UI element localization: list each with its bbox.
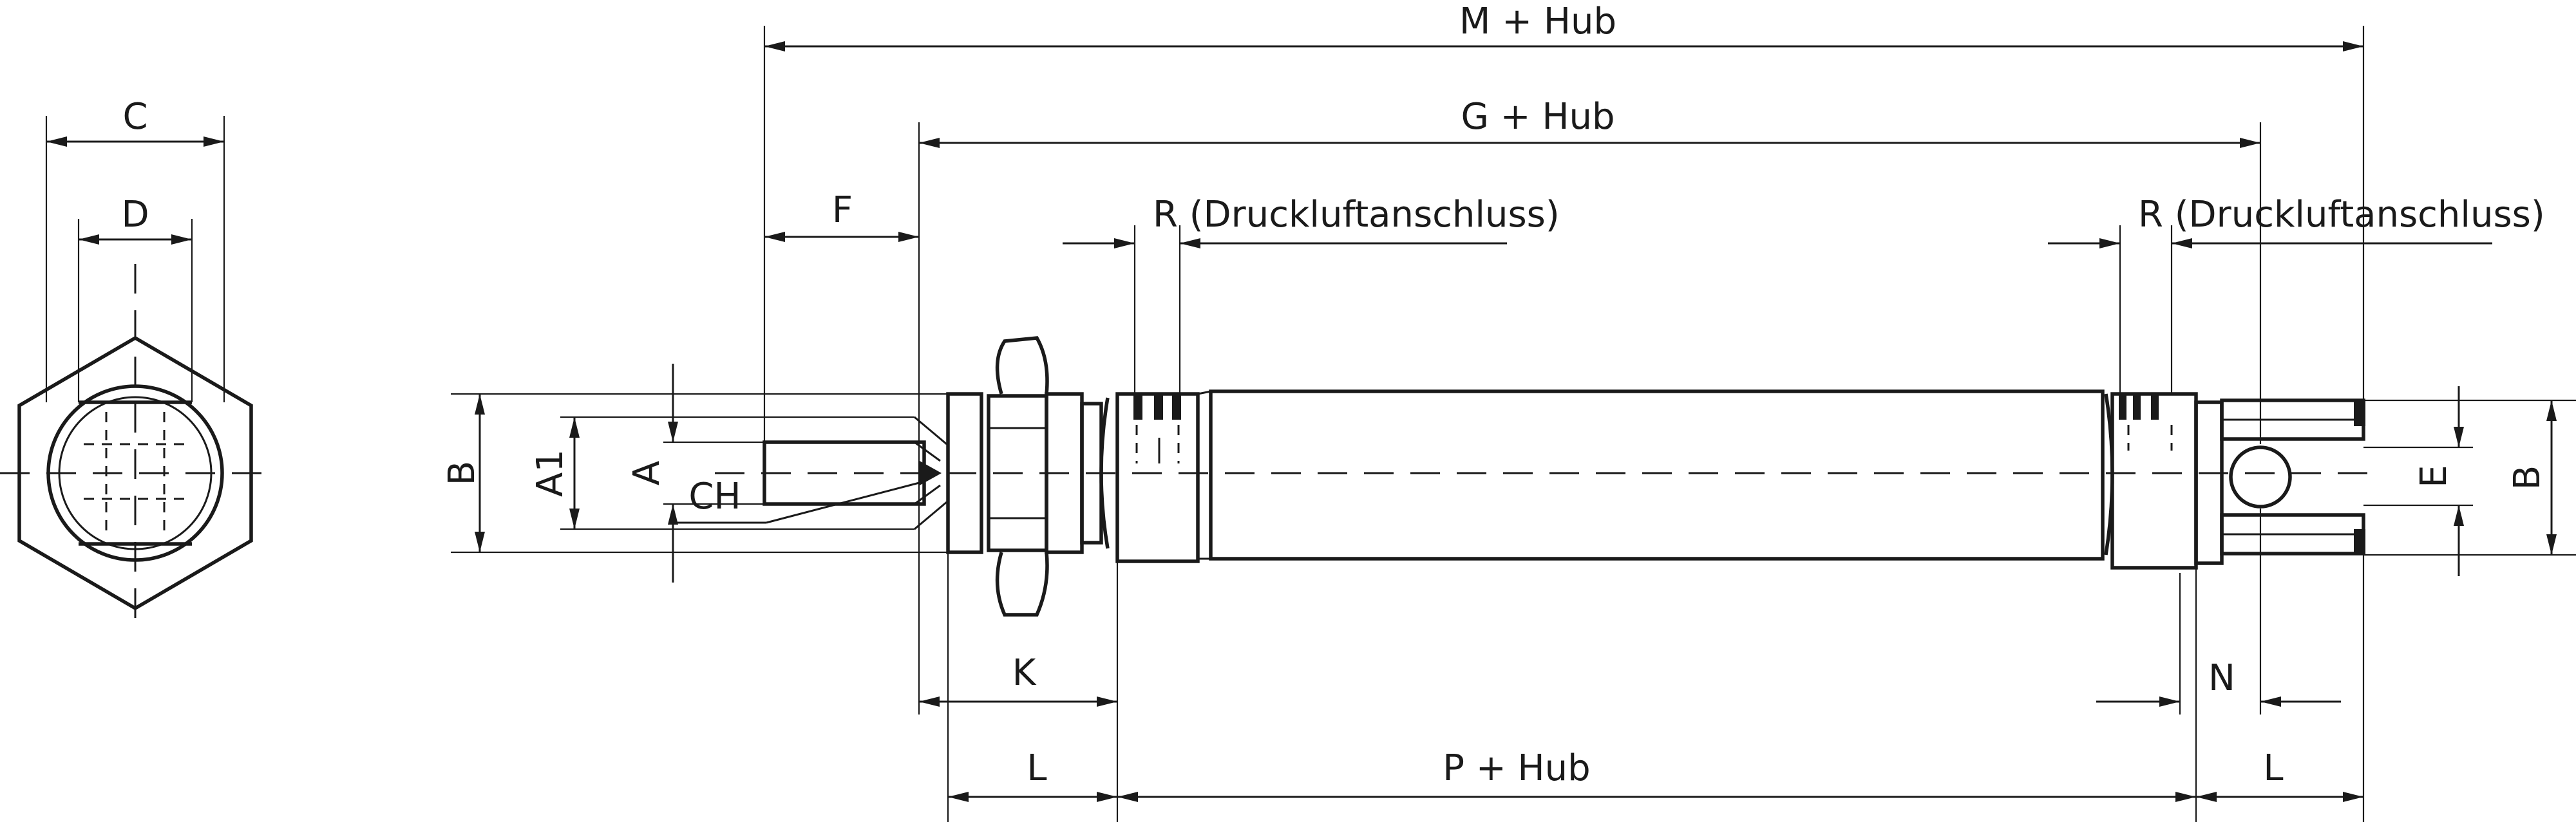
mounting-eye: [2229, 445, 2292, 509]
rear-end-cap: [2110, 392, 2198, 570]
label-f: F: [832, 189, 853, 231]
label-g-hub: G + Hub: [1461, 96, 1615, 138]
label-b-right: B: [2506, 465, 2548, 490]
label-a1: A1: [529, 449, 571, 497]
label-k: K: [1012, 652, 1037, 694]
end-view: C D: [0, 96, 270, 634]
cylinder-barrel: [1209, 389, 2105, 561]
cylinder-side-view: [715, 336, 2383, 617]
label-b-left: B: [441, 461, 483, 485]
label-d: D: [121, 194, 149, 236]
label-ch: CH: [688, 476, 741, 518]
rod-tip: [920, 461, 942, 485]
label-p-hub: P + Hub: [1443, 747, 1590, 789]
label-r-right: R (Druckluftanschluss): [2138, 194, 2545, 236]
neck-thread: [946, 392, 983, 554]
label-m-hub: M + Hub: [1459, 1, 1616, 42]
label-l-left: L: [1027, 747, 1046, 789]
label-l-right: L: [2263, 747, 2283, 789]
label-n: N: [2208, 657, 2235, 699]
label-e: E: [2413, 465, 2455, 487]
dimensions: M + Hub G + Hub F R (Druckluftanschluss)…: [441, 1, 2576, 822]
label-r-left: R (Druckluftanschluss): [1153, 194, 1560, 236]
label-a: A: [626, 461, 668, 485]
label-c: C: [122, 96, 147, 138]
